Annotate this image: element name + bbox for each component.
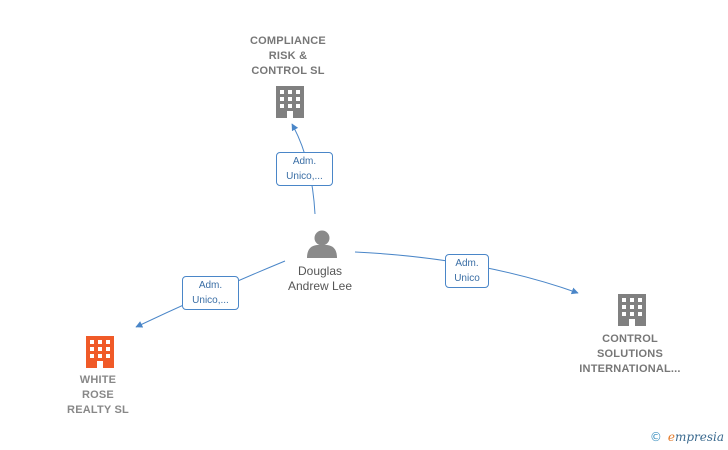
node-label-white-rose[interactable]: WHITE ROSE REALTY SL [48, 373, 148, 418]
building-icon-highlight[interactable] [86, 336, 114, 368]
node-label-line: RISK & [268, 50, 308, 62]
edge-label-line: Adm. [292, 156, 317, 167]
building-icon[interactable] [618, 294, 646, 326]
node-label-line: INTERNATIONAL... [579, 363, 681, 375]
brand-logo: © empresia [650, 430, 724, 444]
brand-initial: e [667, 430, 675, 444]
building-icon[interactable] [276, 86, 304, 118]
node-label-line: REALTY SL [67, 404, 129, 416]
brand-name: mpresia [674, 430, 724, 444]
edge-label-control-solutions[interactable]: Adm. Unico [445, 254, 489, 288]
node-label-line: SOLUTIONS [597, 348, 663, 360]
edge-label-compliance[interactable]: Adm. Unico,... [276, 152, 333, 186]
node-label-person[interactable]: Douglas Andrew Lee [270, 264, 370, 294]
node-label-line: Andrew Lee [287, 279, 353, 293]
edge-label-line: Adm. [198, 280, 223, 291]
node-label-line: CONTROL SL [251, 65, 325, 77]
node-label-control-solutions[interactable]: CONTROL SOLUTIONS INTERNATIONAL... [570, 332, 690, 377]
copyright-icon: © [649, 430, 662, 444]
node-label-line: ROSE [82, 389, 114, 401]
node-label-line: WHITE [79, 374, 117, 386]
edge-label-line: Unico,... [192, 295, 229, 306]
person-icon[interactable] [307, 230, 337, 259]
node-label-line: Douglas [297, 264, 343, 278]
edge-label-white-rose[interactable]: Adm. Unico,... [182, 276, 239, 310]
edge-label-line: Unico [454, 273, 480, 284]
node-label-line: COMPLIANCE [250, 35, 326, 47]
node-label-line: CONTROL [602, 333, 658, 345]
edge-label-line: Unico,... [286, 171, 323, 182]
node-label-compliance[interactable]: COMPLIANCE RISK & CONTROL SL [238, 34, 338, 79]
edge-label-line: Adm. [455, 258, 479, 269]
